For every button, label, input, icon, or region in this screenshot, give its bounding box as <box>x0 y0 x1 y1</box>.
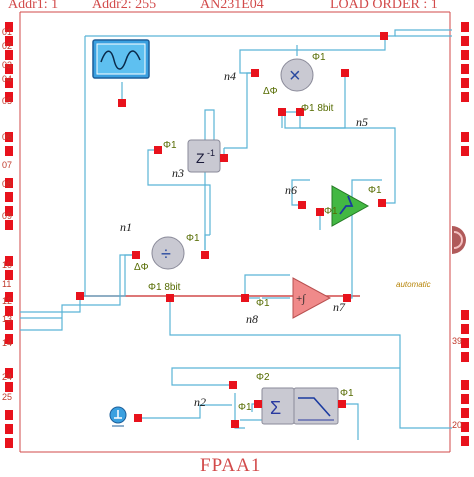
lowpass-icon <box>298 397 331 417</box>
footer-title: FPAA1 <box>200 455 262 476</box>
divider-symbol: ÷ <box>161 244 171 264</box>
phase-label: Φ1 <box>368 185 382 196</box>
node-markers <box>76 32 388 428</box>
net-label-n4: n4 <box>224 69 236 83</box>
right-pin-pads <box>461 22 469 446</box>
clock-connector <box>452 226 466 254</box>
rectifier-icon <box>339 195 354 215</box>
rectifier-block[interactable] <box>331 185 370 227</box>
pin-label: 24 <box>2 372 13 382</box>
voltage-source-icon[interactable] <box>109 406 127 427</box>
pin-label: 14 <box>2 338 13 348</box>
integrator-symbol: +∫ <box>296 293 306 305</box>
pin-label: 03 <box>2 60 13 70</box>
pin-label: 08 <box>2 179 13 189</box>
phase-label: Φ1 <box>340 388 354 399</box>
pin-label: 13 <box>2 314 13 324</box>
sine-wave-icon <box>100 50 141 70</box>
pin-label: 07 <box>2 160 13 170</box>
delta-phase-label: ΔΦ <box>263 86 278 97</box>
net-label-n1: n1 <box>120 220 132 234</box>
net-label-n8: n8 <box>246 312 258 326</box>
delay-block[interactable]: Z -1 <box>187 139 221 173</box>
net-label-n6: n6 <box>285 183 297 197</box>
pin-label: 25 <box>2 392 13 402</box>
net-label-n5: n5 <box>356 115 368 129</box>
phase-label: Φ1 <box>312 52 326 63</box>
bit-label: Φ1 8bit <box>301 103 334 114</box>
pin-label: 09 <box>2 211 13 221</box>
integrator-block[interactable]: +∫ <box>292 277 332 319</box>
delay-symbol: Z <box>196 150 205 166</box>
pin-label: 01 <box>2 27 13 37</box>
sum-filter-block[interactable]: Σ <box>261 387 339 425</box>
phase-label: Φ1 <box>186 233 200 244</box>
header-addr1: Addr1: 1 <box>8 0 59 12</box>
delta-phase-label: ΔΦ <box>134 262 149 273</box>
phase-label: Φ1 <box>163 140 177 151</box>
chip-outline <box>19 11 451 453</box>
pin-label: 02 <box>2 41 13 51</box>
sum-symbol: Σ <box>270 398 281 418</box>
net-label-n2: n2 <box>194 395 206 409</box>
divider-block[interactable]: ÷ <box>151 236 185 270</box>
multiplier-block[interactable]: × <box>280 58 314 92</box>
automatic-label: automatic <box>396 280 431 289</box>
phase-label: Φ1 <box>256 298 270 309</box>
pin-label: 20 <box>452 420 463 430</box>
header-addr2: Addr2: 255 <box>92 0 157 12</box>
oscillator-block[interactable] <box>92 39 150 79</box>
delay-exponent: -1 <box>207 148 215 158</box>
header-chip-id: AN231E04 <box>200 0 264 12</box>
pin-label: 11 <box>2 279 12 289</box>
wires <box>20 29 452 440</box>
left-pin-pads <box>5 22 13 448</box>
pin-label: 12 <box>2 296 13 306</box>
pin-label: 39 <box>452 336 463 346</box>
net-label-n7: n7 <box>333 300 345 314</box>
header-load-order: LOAD ORDER : 1 <box>330 0 438 12</box>
pin-label: 04 <box>2 74 13 84</box>
pin-label: 10 <box>2 260 13 270</box>
phase-label: Φ1 <box>238 402 252 413</box>
pin-label: 05 <box>2 96 13 106</box>
pin-label: 06 <box>2 132 13 142</box>
phase-label: Φ2 <box>256 372 270 383</box>
net-label-n3: n3 <box>172 166 184 180</box>
multiplier-symbol: × <box>289 65 301 87</box>
bit-label: Φ1 8bit <box>148 282 181 293</box>
phase-label: Φ1 <box>324 206 338 217</box>
